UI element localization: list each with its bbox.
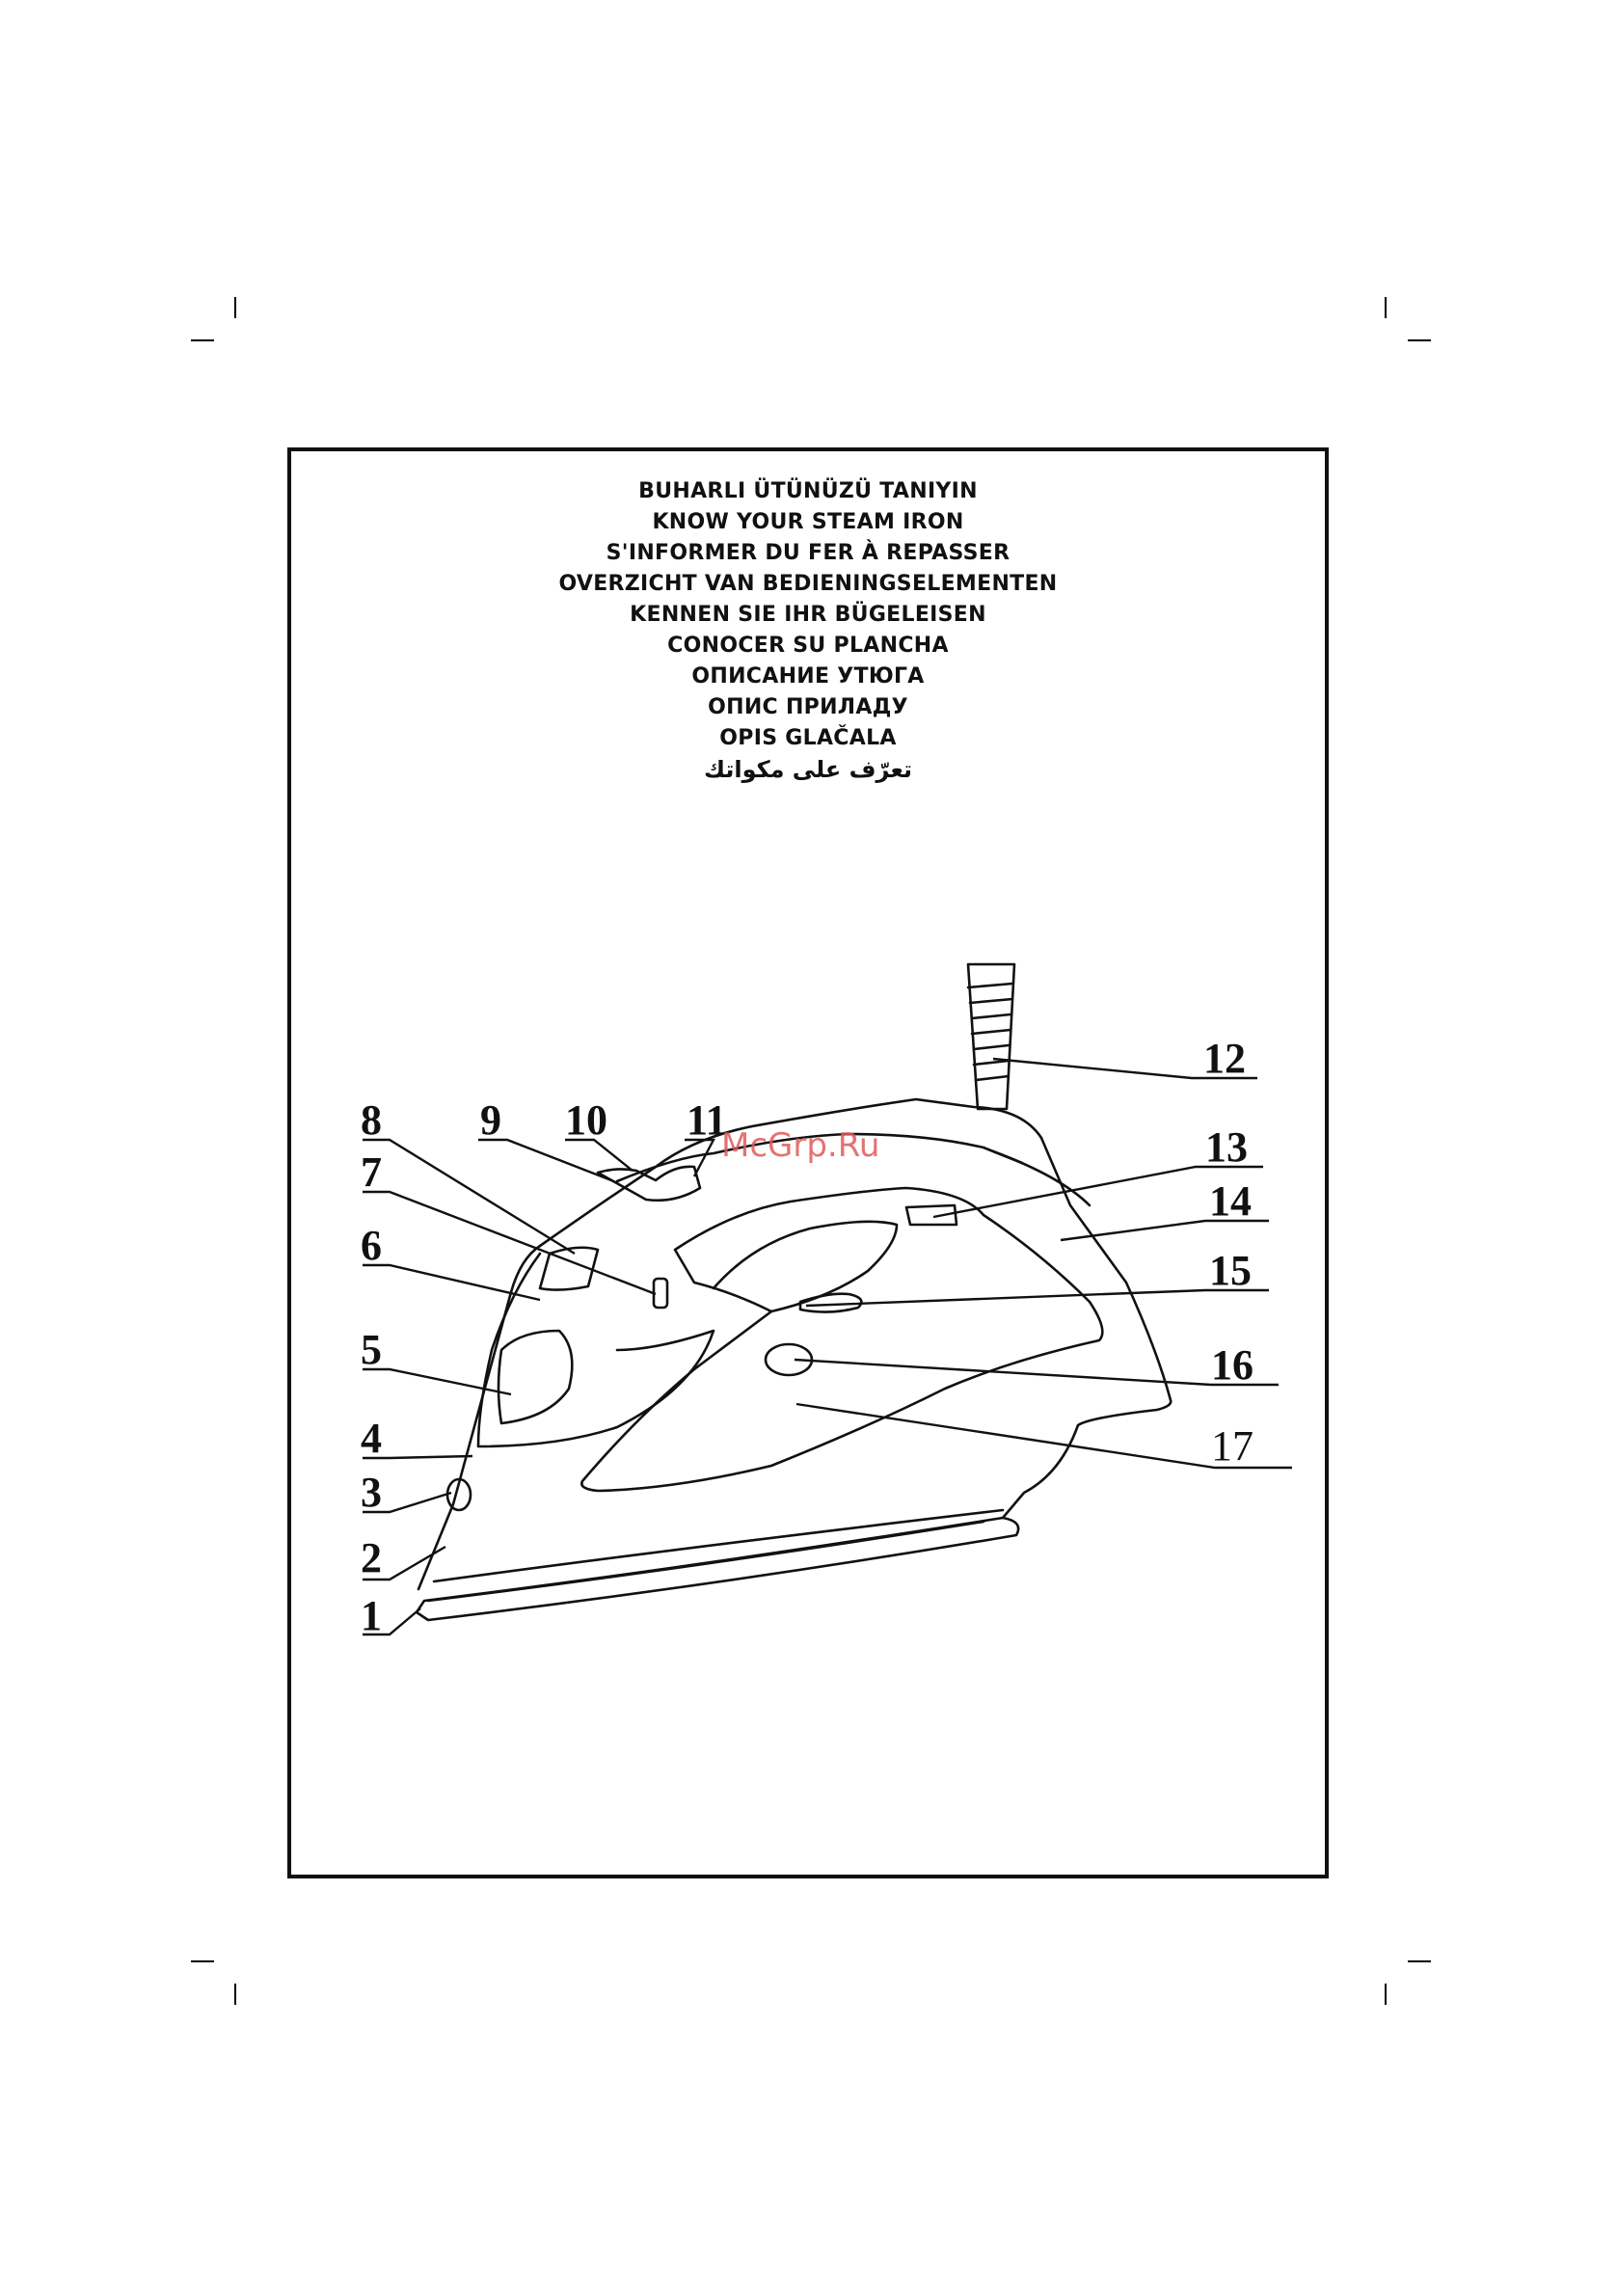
- callout-13: 13: [1205, 1123, 1248, 1171]
- callout-9: 9: [480, 1096, 501, 1144]
- callout-3: 3: [361, 1469, 382, 1516]
- watermark: McGrp.Ru: [721, 1126, 879, 1165]
- callout-10: 10: [565, 1096, 607, 1144]
- callout-12: 12: [1203, 1035, 1246, 1082]
- front-window: [499, 1331, 572, 1423]
- callout-14: 14: [1209, 1177, 1252, 1225]
- callout-8: 8: [361, 1096, 382, 1144]
- callout-7: 7: [361, 1148, 382, 1196]
- handle-opening: [581, 1188, 1102, 1491]
- callout-16: 16: [1211, 1341, 1253, 1389]
- callout-6: 6: [361, 1222, 382, 1269]
- callout-5: 5: [361, 1326, 382, 1373]
- callout-2: 2: [361, 1534, 382, 1581]
- soleplate: [417, 1518, 1018, 1620]
- callout-15: 15: [1209, 1247, 1252, 1294]
- iron-drawing: [417, 964, 1171, 1620]
- callout-17: 17: [1211, 1422, 1253, 1470]
- callout-4: 4: [361, 1415, 382, 1462]
- body-lower-line: [434, 1510, 1003, 1581]
- callout-1: 1: [361, 1592, 382, 1639]
